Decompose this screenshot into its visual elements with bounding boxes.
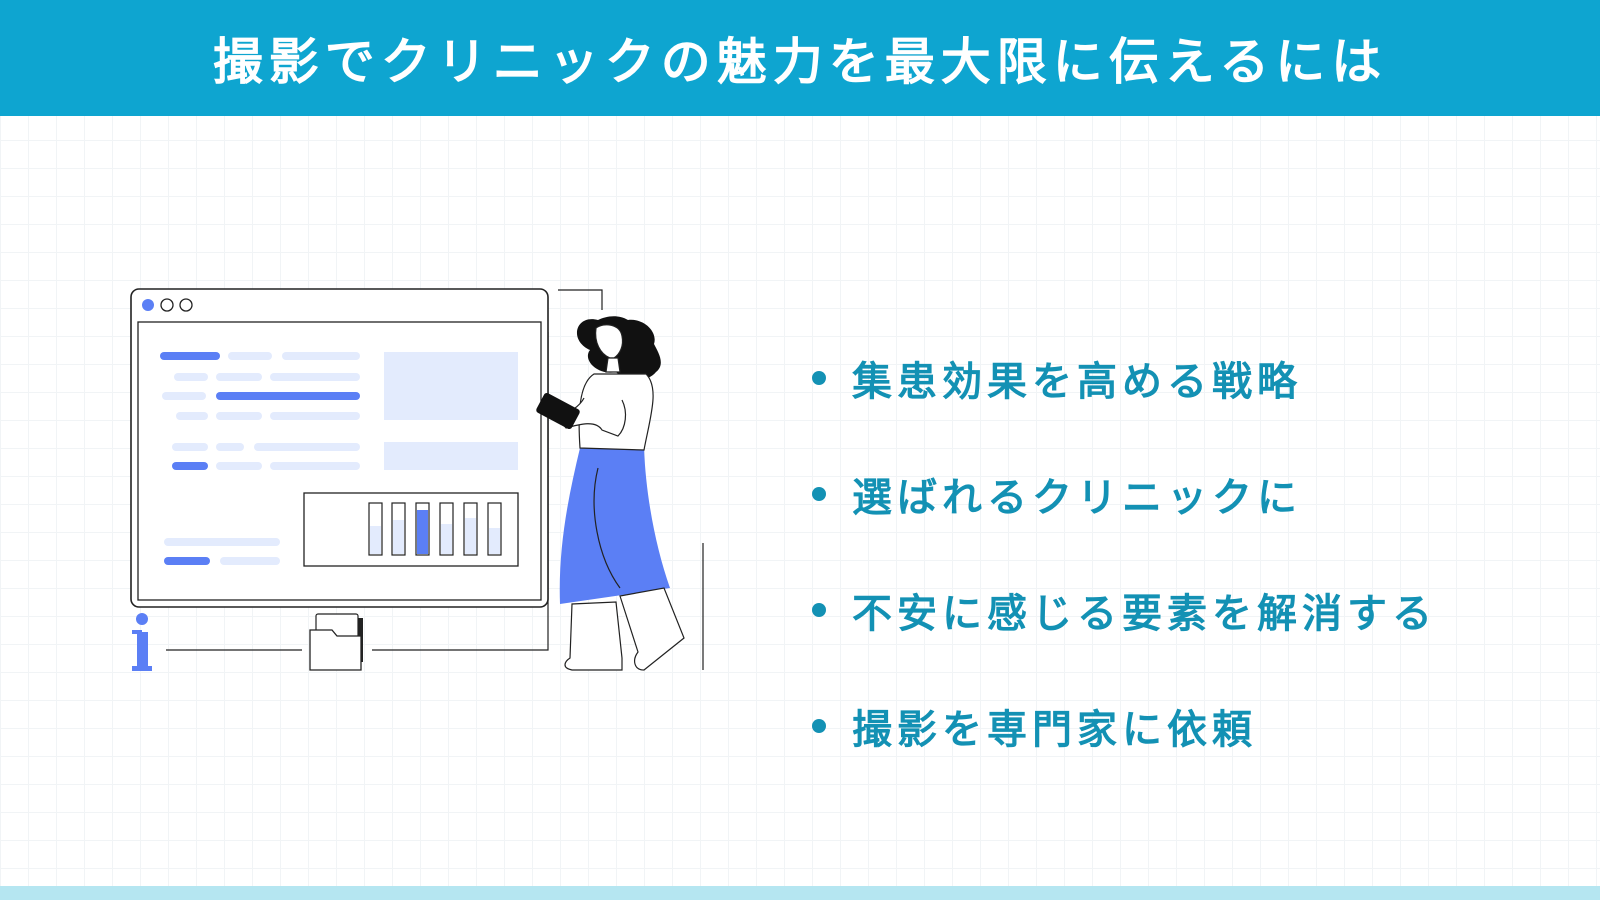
bullet-item: 集患効果を高める戦略	[812, 320, 1592, 436]
footer-accent-bar	[0, 886, 1600, 900]
woman-with-tablet-icon	[536, 316, 685, 671]
browser-window-icon	[130, 288, 704, 671]
bullet-dot-icon	[812, 603, 826, 617]
bullet-list: 集患効果を高める戦略 選ばれるクリニックに 不安に感じる要素を解消する 撮影を専…	[812, 320, 1592, 784]
info-icon	[132, 613, 152, 671]
document-folder-icon	[309, 613, 363, 671]
bullet-dot-icon	[812, 719, 826, 733]
bullet-text: 不安に感じる要素を解消する	[852, 591, 1437, 637]
bullet-text: 集患効果を高める戦略	[852, 359, 1302, 405]
bullet-item: 選ばれるクリニックに	[812, 436, 1592, 552]
header-banner: 撮影でクリニックの魅力を最大限に伝えるには	[0, 0, 1600, 116]
bullet-dot-icon	[812, 487, 826, 501]
bullet-item: 撮影を専門家に依頼	[812, 668, 1592, 784]
bullet-dot-icon	[812, 371, 826, 385]
bullet-item: 不安に感じる要素を解消する	[812, 552, 1592, 668]
bullet-text: 選ばれるクリニックに	[852, 475, 1302, 521]
page-title: 撮影でクリニックの魅力を最大限に伝えるには	[212, 33, 1388, 91]
illustration	[128, 288, 728, 690]
bullet-text: 撮影を専門家に依頼	[852, 707, 1257, 753]
